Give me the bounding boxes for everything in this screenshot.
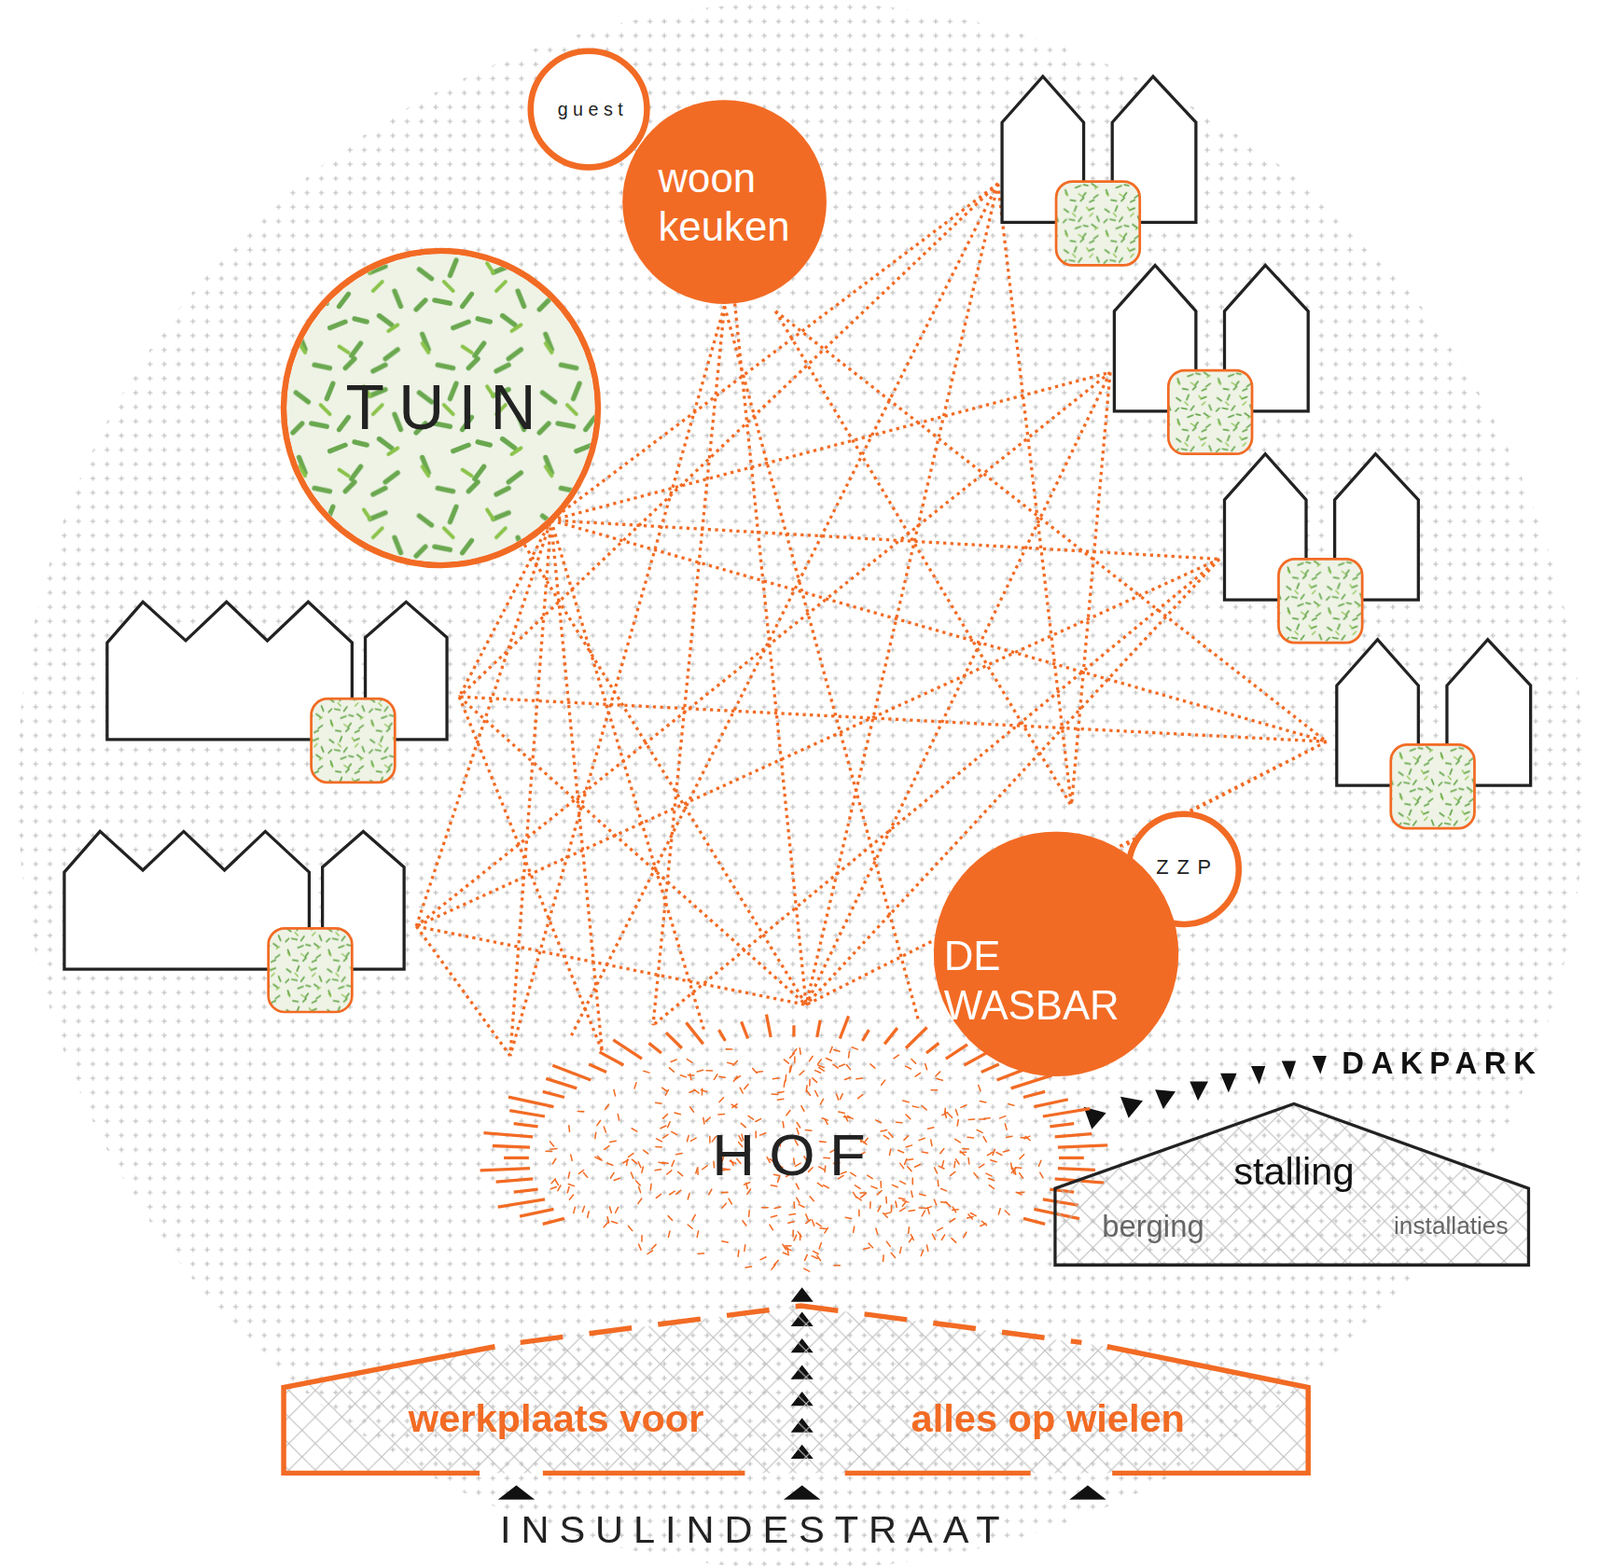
node-text: DE WASBAR xyxy=(944,932,1128,1030)
stalling-shed: stalling berging installaties xyxy=(1053,1101,1531,1267)
wasbar-circle: DE WASBAR xyxy=(933,831,1180,1077)
node-text: werkplaats voor xyxy=(408,1396,704,1441)
node-text: TUIN xyxy=(345,375,550,442)
node-text: woon keuken xyxy=(657,153,811,251)
tuin-garden-circle: TUIN xyxy=(280,248,601,569)
street-label: INSULINDESTRAAT xyxy=(500,1508,1011,1553)
node-text: installaties xyxy=(1393,1211,1509,1241)
werkplaats-building-outline xyxy=(275,1297,1317,1478)
guest-circle: guest xyxy=(527,47,650,170)
connector xyxy=(735,303,807,1005)
node-text: guest xyxy=(557,99,629,120)
node-text: ZZP xyxy=(1155,856,1220,878)
dakpark-label: DAKPARK xyxy=(1341,1045,1543,1081)
connector xyxy=(524,544,807,1005)
node-text: HOF xyxy=(711,1124,880,1187)
node-text: berging xyxy=(1101,1209,1204,1244)
connector xyxy=(791,1287,814,1302)
hof-courtyard: HOF xyxy=(479,1004,1113,1260)
woonkeuken-circle: woon keuken xyxy=(622,99,827,305)
node-text: alles op wielen xyxy=(911,1396,1185,1441)
werkplaats-building: werkplaats voor alles op wielen xyxy=(275,1297,1317,1478)
node-text: stalling xyxy=(1233,1149,1354,1194)
